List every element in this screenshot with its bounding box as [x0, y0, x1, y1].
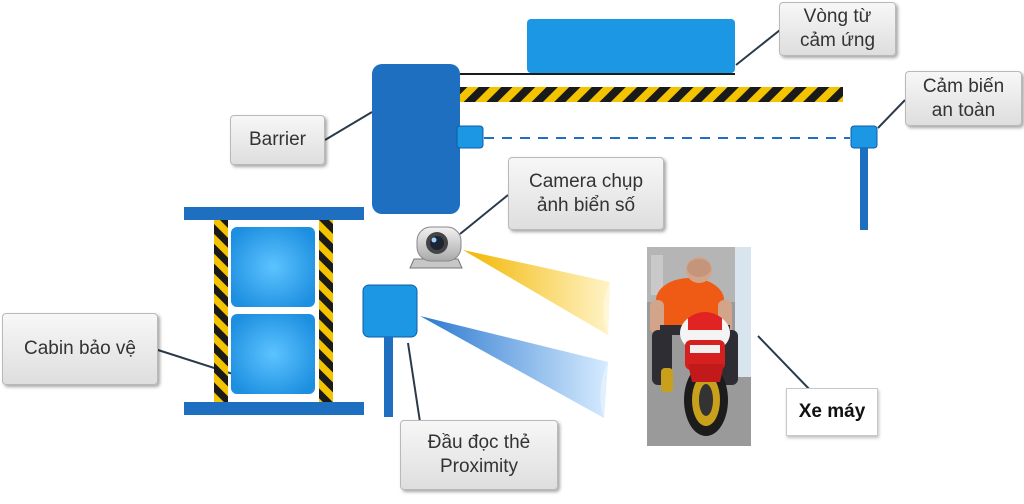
camera-beam — [463, 250, 610, 335]
reader-post — [384, 337, 393, 417]
camera-line-2: ảnh biển số — [536, 194, 636, 216]
barrier-label: Barrier — [248, 129, 306, 150]
dau-doc-line-2: Proximity — [439, 456, 519, 477]
callout-dau-doc: Đầu đọc thẻ Proximity — [400, 420, 558, 490]
induction-loop — [527, 19, 735, 73]
barrier-arm — [460, 87, 843, 102]
cam-bien-line-1: Cảm biến — [922, 75, 1005, 97]
camera-line-1: Camera chụp — [528, 170, 644, 192]
xe-may-label: Xe máy — [798, 401, 866, 422]
callout-barrier: Barrier — [230, 115, 325, 165]
callout-cam-bien: Cảm biến an toàn — [905, 71, 1022, 126]
cabin-label: Cabin bảo vệ — [24, 338, 136, 359]
callout-camera: Camera chụp ảnh biển số — [508, 157, 664, 230]
camera-icon — [409, 226, 463, 269]
motorbike-rider-icon — [647, 247, 751, 446]
guard-cabin — [184, 207, 364, 415]
barrier-cabinet — [372, 64, 460, 214]
sensor-post — [860, 148, 868, 230]
reader-beam — [420, 316, 608, 418]
sensor-emitter — [456, 125, 484, 149]
proximity-reader — [362, 284, 418, 338]
vong-tu-line-2: cảm ứng — [799, 30, 876, 51]
callout-cabin: Cabin bảo vệ — [2, 313, 158, 385]
callout-vong-tu: Vòng từ cảm ứng — [779, 2, 896, 56]
vong-tu-line-1: Vòng từ — [803, 6, 872, 27]
callout-xe-may: Xe máy — [786, 388, 878, 436]
sensor-receiver — [850, 125, 878, 149]
cam-bien-line-2: an toàn — [931, 99, 996, 121]
leader-lines — [157, 29, 906, 423]
dau-doc-line-1: Đầu đọc thẻ — [427, 432, 531, 453]
